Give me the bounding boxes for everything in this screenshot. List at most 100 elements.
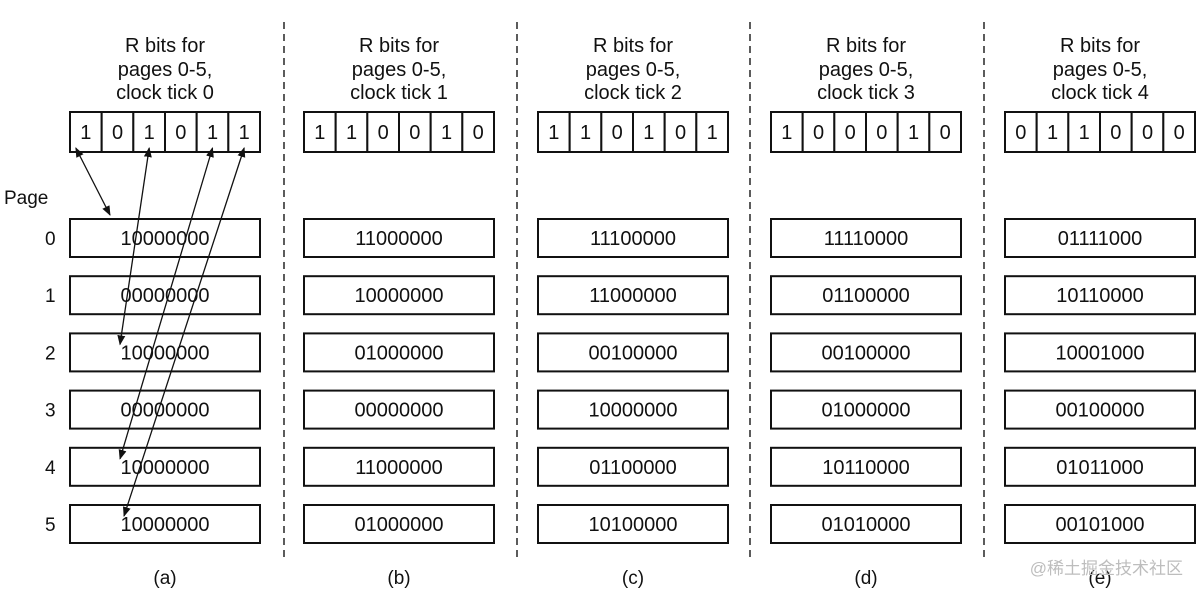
age-counter-value: 01111000 (1058, 228, 1143, 250)
r-bit-value: 1 (441, 122, 452, 144)
r-bit-value: 0 (845, 122, 856, 144)
age-counter-box (537, 504, 729, 544)
r-bit-value: 0 (1015, 122, 1026, 144)
age-counter-value: 00100000 (822, 342, 911, 364)
age-counter-value: 11000000 (355, 228, 443, 250)
page-number: 4 (45, 458, 56, 479)
r-bit-cell (303, 111, 337, 153)
r-bit-value: 0 (409, 122, 420, 144)
column-title-line: R bits for (826, 35, 906, 57)
age-counter-box (537, 446, 729, 487)
age-counter-box (303, 218, 495, 258)
column-title-line: pages 0-5, (118, 59, 213, 81)
r-bit-value: 1 (643, 122, 654, 144)
age-counter-value: 01011000 (1056, 457, 1144, 479)
r-bit-cell (865, 111, 899, 153)
page-number: 3 (45, 401, 56, 422)
column-title-line: clock tick 1 (350, 82, 448, 104)
r-bit-cell (695, 111, 729, 153)
r-bit-arrow (122, 147, 246, 517)
r-bit-cell (398, 111, 432, 153)
r-bit-value: 1 (239, 122, 250, 144)
age-counter-box (1004, 504, 1196, 544)
page-number: 0 (45, 229, 56, 250)
column-label: (e) (1088, 568, 1111, 589)
page-number: 5 (45, 515, 56, 536)
age-counter-box (303, 446, 495, 487)
age-counter-box (770, 446, 962, 487)
age-counter-value: 10001000 (1056, 342, 1145, 364)
age-counter-box (1004, 332, 1196, 373)
age-counter-value: 00100000 (1056, 400, 1145, 422)
r-bit-value: 0 (612, 122, 623, 144)
column-title-line: R bits for (593, 35, 673, 57)
r-bit-cell (1099, 111, 1133, 153)
age-counter-box (303, 275, 495, 316)
age-counter-box (1004, 446, 1196, 487)
age-counter-box (770, 275, 962, 316)
r-bit-value: 1 (80, 122, 91, 144)
page-number: 1 (45, 286, 56, 307)
column-title-line: clock tick 2 (584, 82, 682, 104)
r-bit-value: 0 (112, 122, 123, 144)
column-separators (283, 22, 985, 558)
column-title-line: clock tick 4 (1051, 82, 1149, 104)
age-counter-value: 10110000 (822, 457, 910, 479)
age-counter-value: 10000000 (121, 457, 210, 479)
r-bit-value: 1 (1079, 122, 1090, 144)
age-counter-value: 11000000 (589, 285, 677, 307)
r-bit-value: 1 (707, 122, 718, 144)
column-title-line: R bits for (125, 35, 205, 57)
age-counter-box (1004, 389, 1196, 430)
r-bit-cell (600, 111, 634, 153)
r-bit-value: 0 (1110, 122, 1121, 144)
age-counter-box (770, 389, 962, 430)
r-bit-cell (227, 111, 261, 153)
r-bit-value: 1 (207, 122, 218, 144)
r-bit-value: 0 (876, 122, 887, 144)
age-counter-value: 10000000 (121, 342, 210, 364)
age-counter-box (537, 332, 729, 373)
age-counter-box (303, 389, 495, 430)
r-bit-cell (1067, 111, 1102, 153)
age-counter-box (537, 218, 729, 258)
age-counter-value: 10000000 (589, 400, 678, 422)
column-title-line: pages 0-5, (586, 59, 681, 81)
r-bit-cell (833, 111, 867, 153)
r-bit-value: 1 (781, 122, 792, 144)
r-bit-value: 0 (940, 122, 951, 144)
page-number: 2 (45, 343, 56, 364)
r-bit-cell (69, 111, 103, 153)
age-counter-box (537, 275, 729, 316)
r-bit-value: 1 (548, 122, 559, 144)
age-counter-box (1004, 218, 1196, 258)
r-bit-cell (1130, 111, 1165, 153)
r-bit-value: 0 (675, 122, 686, 144)
column-label: (d) (854, 568, 877, 589)
age-counter-value: 01010000 (822, 514, 911, 536)
age-counter-value: 00101000 (1056, 514, 1145, 536)
age-counter-box (770, 332, 962, 373)
r-bit-value: 0 (1174, 122, 1185, 144)
r-bit-value: 0 (175, 122, 186, 144)
age-counter-box (770, 218, 962, 258)
age-counter-value: 01000000 (822, 400, 911, 422)
column-title-line: pages 0-5, (1053, 59, 1148, 81)
age-counter-box (1004, 275, 1196, 316)
age-counter-value: 01100000 (589, 457, 677, 479)
column-title-line: R bits for (1060, 35, 1140, 57)
r-bit-value: 1 (580, 122, 591, 144)
age-counter-value: 10000000 (121, 514, 210, 536)
r-bit-value: 1 (314, 122, 325, 144)
column-label: (a) (153, 568, 176, 589)
age-counter-value: 11110000 (824, 228, 909, 250)
age-counter-value: 00100000 (589, 342, 678, 364)
